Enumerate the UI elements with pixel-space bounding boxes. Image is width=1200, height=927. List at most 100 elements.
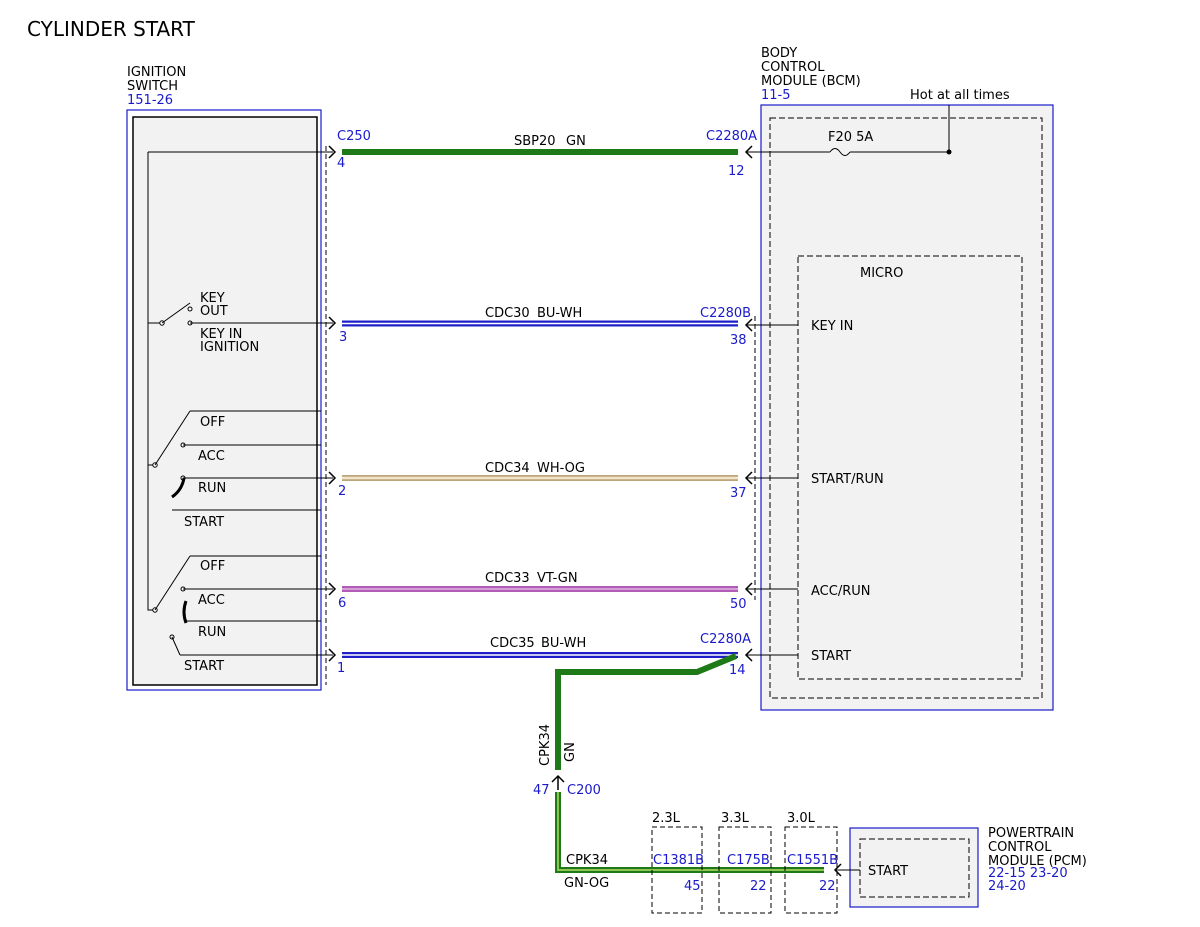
ignition-switch-ref[interactable]: 151-26 [127, 93, 173, 108]
cdc35-color-label: BU-WH [541, 636, 586, 651]
cdc35-wire[interactable]: CDC35 BU-WH 1 C2280A 14 [328, 632, 753, 678]
c250-pin1-label: 1 [337, 661, 345, 676]
c250-pin2-terminal [328, 471, 337, 485]
cdc33-color-label: VT-GN [537, 571, 578, 586]
cdc34-wire[interactable]: CDC34 WH-OG 2 37 [328, 461, 753, 501]
c250-pin4-label: 4 [337, 156, 345, 171]
cdc30-color-label: BU-WH [537, 306, 582, 321]
c250-pin6-terminal [328, 582, 337, 596]
cpk34-upper-wire[interactable] [555, 653, 738, 770]
group1-off-label: OFF [200, 415, 225, 430]
group2-acc-run-jumper [182, 600, 188, 624]
key-switch-arm [161, 302, 191, 324]
bcm-name-line3: MODULE (BCM) [761, 74, 861, 89]
bcm-outer-box [760, 104, 1054, 711]
group2-start-label: START [184, 659, 224, 674]
engine-option-2-3l[interactable]: 2.3L C1381B 45 [651, 811, 704, 914]
group1-run-start-jumper [171, 477, 186, 499]
c2280b-connector-label[interactable]: C2280B [700, 306, 751, 321]
engine-3-0l-label: 3.0L [787, 811, 816, 826]
pcm-name-line2: CONTROL [988, 840, 1052, 855]
engine-2-3l-label: 2.3L [652, 811, 681, 826]
c2280b-pin37-label: 37 [730, 486, 747, 501]
c2280a-connector-label[interactable]: C2280A [706, 129, 757, 144]
pcm-ref-line2[interactable]: 24-20 [988, 879, 1026, 894]
cdc33-circuit-label: CDC33 [485, 571, 530, 586]
cdc33-wire[interactable]: CDC33 VT-GN 6 50 [328, 571, 753, 612]
c250-pin4-terminal [328, 145, 337, 159]
engine-option-3-3l[interactable]: 3.3L C175B 22 [718, 811, 772, 914]
cpk34-horizontal-circuit-label: CPK34 [566, 853, 608, 868]
group2-run-label: RUN [198, 625, 226, 640]
c200-connector-label[interactable]: C200 [567, 783, 601, 798]
c2280a-pin14-terminal [744, 648, 753, 662]
bcm-name-line1: BODY [761, 46, 797, 61]
engine-3-0l-box [784, 826, 838, 914]
start-input-label: START [811, 649, 851, 664]
engine-2-3l-box [651, 826, 703, 914]
ignition-switch: IGNITION SWITCH 151-26 KEY OUT KEY IN IG… [126, 65, 333, 691]
cpk34-vertical-circuit-label: CPK34 [538, 724, 553, 766]
fuse-symbol [829, 148, 851, 156]
group1-start-label: START [184, 515, 224, 530]
group2-start-stub [171, 636, 181, 656]
bcm: BODY CONTROL MODULE (BCM) 11-5 Hot at al… [746, 46, 1054, 711]
c200-pin47-label: 47 [533, 783, 550, 798]
cpk34-wire[interactable]: CPK34 GN 47 C200 CPK34 GN-OG [533, 653, 824, 891]
key-in-input-label: KEY IN [811, 319, 853, 334]
engine-3-3l-box [718, 826, 772, 914]
group2-acc-label: ACC [198, 593, 225, 608]
bcm-name-line2: CONTROL [761, 60, 825, 75]
key-out-contact [187, 306, 193, 312]
c2280b-pin50-terminal [744, 582, 753, 596]
sbp20-wire[interactable]: SBP20 GN C250 4 C2280A 12 [328, 129, 757, 179]
c250-connector-label[interactable]: C250 [337, 129, 371, 144]
cdc35-circuit-label: CDC35 [490, 636, 535, 651]
c1381b-connector-label[interactable]: C1381B [653, 853, 704, 868]
cpk34-lower-tracer [557, 792, 824, 871]
c250-pin1-terminal [328, 648, 337, 662]
micro-label: MICRO [860, 266, 903, 281]
ignition-switch-name-line1: IGNITION [127, 65, 186, 80]
engine-option-3-0l[interactable]: 3.0L C1551B 22 [784, 811, 838, 914]
group2-arm [154, 555, 191, 611]
pcm: START POWERTRAIN CONTROL MODULE (PCM) 22… [833, 826, 1087, 908]
cpk34-vertical-color-label: GN [563, 742, 578, 762]
c2280b-pin50-label: 50 [730, 597, 747, 612]
group1-acc-label: ACC [198, 449, 225, 464]
bcm-ref[interactable]: 11-5 [761, 88, 791, 103]
c175b-pin-label: 22 [750, 879, 767, 894]
start-run-input-label: START/RUN [811, 472, 884, 487]
hot-at-all-times-label: Hot at all times [910, 88, 1010, 103]
pcm-ref-line1[interactable]: 22-15 23-20 [988, 866, 1068, 881]
c2280a-pin14-label: 14 [729, 663, 746, 678]
c250-pin2-label: 2 [338, 484, 346, 499]
c2280a-pin12-terminal [744, 145, 753, 159]
cpk34-horizontal-color-label: GN-OG [564, 876, 609, 891]
key-out-label-2: OUT [200, 304, 228, 319]
acc-run-input-label: ACC/RUN [811, 584, 870, 599]
pcm-outer-box [849, 827, 979, 908]
c2280b-pin38-label: 38 [730, 333, 747, 348]
pcm-name-line3: MODULE (PCM) [988, 854, 1087, 869]
c175b-connector-label[interactable]: C175B [727, 853, 770, 868]
cdc30-wire[interactable]: CDC30 BU-WH 3 C2280B 38 [328, 306, 753, 348]
c250-pin6-label: 6 [338, 596, 346, 611]
sbp20-circuit-label: SBP20 [514, 134, 556, 149]
key-in-label-2: IGNITION [200, 340, 259, 355]
bcm-inner-box [769, 117, 1043, 699]
cdc30-circuit-label: CDC30 [485, 306, 530, 321]
c2280a-pin12-label: 12 [728, 164, 745, 179]
pcm-start-label: START [868, 864, 908, 879]
group1-run-label: RUN [198, 481, 226, 496]
page-title: CYLINDER START [27, 17, 196, 41]
c1381b-pin-label: 45 [684, 879, 701, 894]
group2-off-label: OFF [200, 559, 225, 574]
ignition-switch-inner-box [132, 116, 318, 686]
key-in-label-1: KEY IN [200, 327, 242, 342]
c1551b-connector-label[interactable]: C1551B [787, 853, 838, 868]
engine-3-3l-label: 3.3L [721, 811, 750, 826]
c250-pin3-label: 3 [339, 330, 347, 345]
c2280a-connector-label-2[interactable]: C2280A [700, 632, 751, 647]
